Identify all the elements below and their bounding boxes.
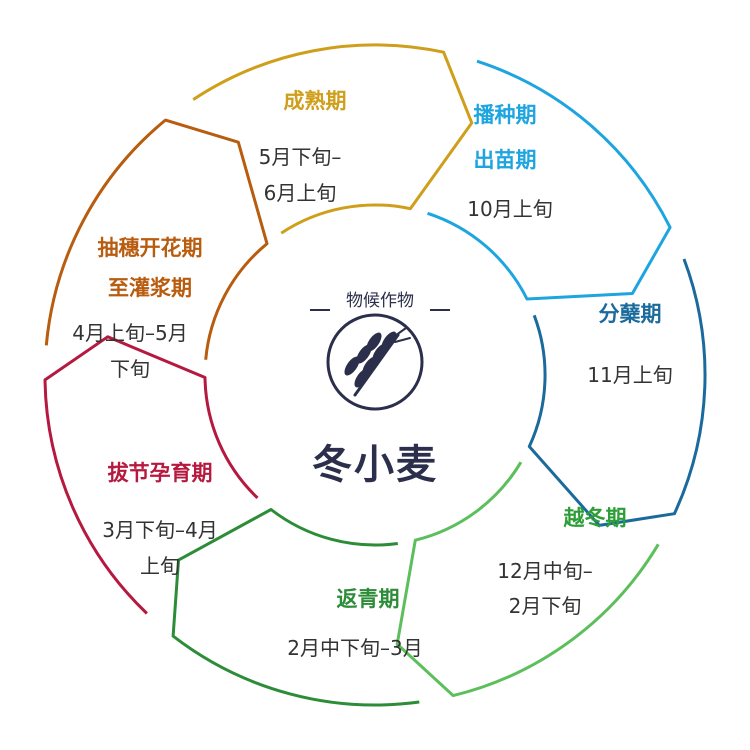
stage-heading-date-2: 下旬 [110, 357, 150, 381]
stage-segment-3 [171, 508, 420, 707]
center-subtitle: 物候作物 [346, 291, 414, 311]
subtitle-dash-right [430, 309, 450, 311]
stage-maturity-title: 成熟期 [283, 89, 347, 113]
stage-jointing-date-2: 上旬 [140, 554, 180, 578]
stage-jointing-title: 拔节孕育期 [107, 461, 213, 485]
stage-segment-0 [427, 59, 672, 301]
wheat-icon [326, 313, 424, 411]
stage-sowing-title-2: 出苗期 [473, 148, 537, 172]
stage-segment-2 [395, 461, 660, 698]
stage-segment-1 [527, 258, 707, 527]
stage-segment-5 [44, 118, 269, 360]
stage-greening-date: 2月中下旬–3月 [287, 636, 423, 660]
stage-tillering-date: 11月上旬 [587, 363, 673, 387]
stage-jointing-date-1: 3月下旬–4月 [102, 518, 218, 542]
stage-segment-6 [192, 43, 474, 235]
stage-sowing-date: 10月上旬 [467, 197, 553, 221]
stage-heading-title-1: 抽穗开花期 [97, 236, 203, 260]
stage-heading-title-2: 至灌浆期 [108, 276, 192, 300]
stage-tillering-title: 分蘖期 [598, 302, 662, 326]
stage-maturity-date-1: 5月下旬– [258, 145, 342, 169]
stage-maturity-date-2: 6月上旬 [263, 181, 337, 205]
stage-greening-title: 返青期 [336, 587, 400, 611]
center-title: 冬小麦 [312, 442, 438, 488]
stage-heading-date-1: 4月上旬–5月 [72, 321, 188, 345]
stage-sowing-title-1: 播种期 [473, 103, 537, 127]
stage-overwintering-title: 越冬期 [563, 506, 627, 530]
stage-overwintering-date-2: 2月下旬 [508, 594, 582, 618]
stage-overwintering-date-1: 12月中旬– [497, 559, 593, 583]
stage-segment-4 [43, 335, 259, 615]
subtitle-dash-left [310, 309, 330, 311]
